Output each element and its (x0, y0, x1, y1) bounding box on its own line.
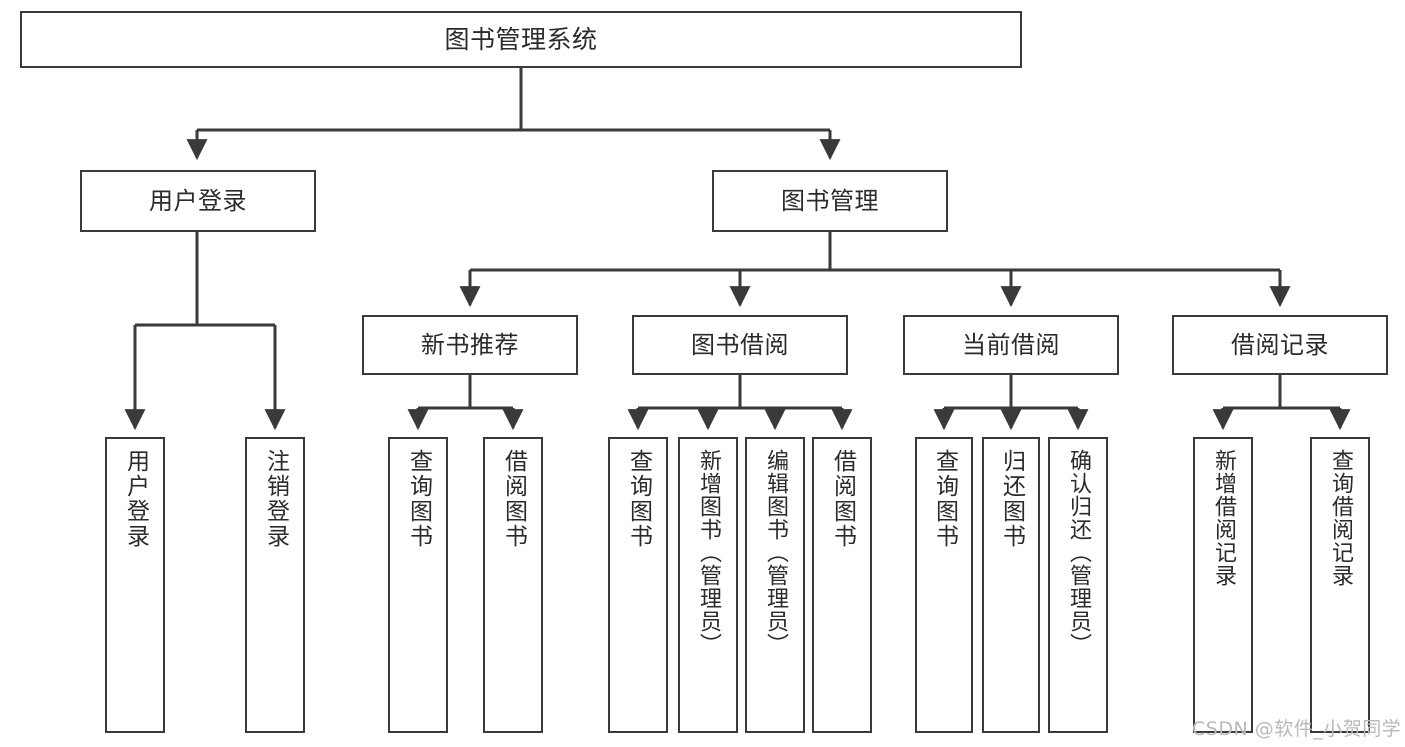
node-current-borrow[interactable]: 当前借阅 (903, 315, 1119, 375)
node-leaf-query-record-label: 查询借阅记录 (1328, 449, 1353, 587)
node-leaf-query-book-3[interactable]: 查询图书 (915, 437, 973, 733)
node-leaf-borrow-book-1[interactable]: 借阅图书 (483, 437, 543, 733)
node-leaf-query-book-3-label: 查询图书 (931, 449, 958, 549)
node-borrow-record-label: 借阅记录 (1231, 330, 1329, 359)
node-leaf-user-login-label: 用户登录 (122, 449, 149, 549)
node-leaf-return-book[interactable]: 归还图书 (982, 437, 1040, 733)
node-leaf-borrow-book-2[interactable]: 借阅图书 (812, 437, 872, 733)
node-leaf-query-record[interactable]: 查询借阅记录 (1310, 437, 1370, 733)
node-borrow-record[interactable]: 借阅记录 (1172, 315, 1388, 375)
node-root-label: 图书管理系统 (444, 24, 598, 54)
node-book-borrow[interactable]: 图书借阅 (632, 315, 848, 375)
node-leaf-edit-book-label: 编辑图书（管理员） (763, 449, 788, 656)
node-leaf-borrow-book-1-label: 借阅图书 (500, 449, 527, 549)
node-current-borrow-label: 当前借阅 (962, 330, 1060, 359)
csdn-watermark: CSDN @软件_小贺同学 (1192, 718, 1402, 740)
node-book-borrow-label: 图书借阅 (691, 330, 789, 359)
node-book-manage-label: 图书管理 (781, 186, 879, 215)
node-leaf-add-record-label: 新增借阅记录 (1211, 449, 1236, 587)
node-leaf-query-book-2-label: 查询图书 (625, 449, 652, 549)
node-user-login[interactable]: 用户登录 (80, 170, 316, 232)
node-new-book-recommend[interactable]: 新书推荐 (362, 315, 578, 375)
node-leaf-logout[interactable]: 注销登录 (245, 437, 305, 733)
node-root[interactable]: 图书管理系统 (20, 11, 1022, 68)
node-new-book-recommend-label: 新书推荐 (421, 330, 519, 359)
node-leaf-add-book[interactable]: 新增图书（管理员） (678, 437, 738, 733)
node-leaf-borrow-book-2-label: 借阅图书 (829, 449, 856, 549)
node-leaf-query-book-1[interactable]: 查询图书 (388, 437, 448, 733)
node-leaf-query-book-2[interactable]: 查询图书 (608, 437, 668, 733)
node-leaf-user-login[interactable]: 用户登录 (105, 437, 165, 733)
node-leaf-add-book-label: 新增图书（管理员） (696, 449, 721, 656)
node-user-login-label: 用户登录 (149, 186, 247, 215)
node-leaf-query-book-1-label: 查询图书 (405, 449, 432, 549)
node-leaf-logout-label: 注销登录 (262, 449, 289, 549)
node-leaf-add-record[interactable]: 新增借阅记录 (1193, 437, 1253, 733)
node-book-manage[interactable]: 图书管理 (712, 170, 948, 232)
node-leaf-confirm-return[interactable]: 确认归还（管理员） (1048, 437, 1108, 733)
node-leaf-edit-book[interactable]: 编辑图书（管理员） (745, 437, 805, 733)
node-leaf-confirm-return-label: 确认归还（管理员） (1066, 449, 1091, 656)
node-leaf-return-book-label: 归还图书 (998, 449, 1025, 549)
